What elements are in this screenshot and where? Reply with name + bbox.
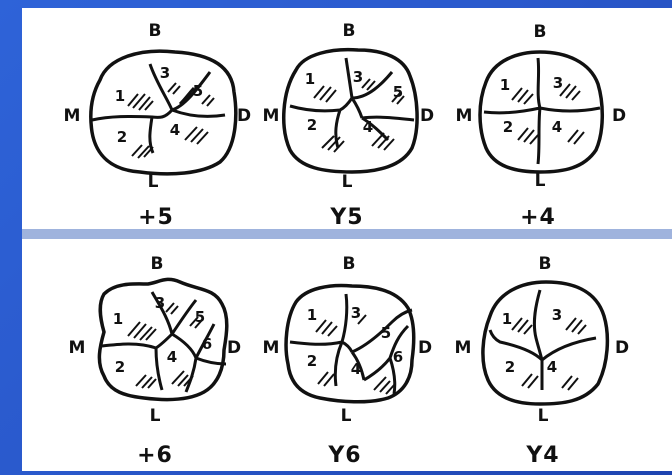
tooth-caption: Y6: [328, 443, 362, 468]
cusp-5: 5: [194, 308, 206, 326]
tooth-caption: Y4: [526, 443, 560, 468]
mesial-label: M: [262, 106, 280, 126]
buccal-label: B: [342, 21, 356, 41]
mesial-label: M: [68, 338, 86, 358]
cusp-2: 2: [114, 358, 126, 376]
tooth-caption: Y5: [330, 205, 364, 230]
buccal-label: B: [533, 22, 547, 42]
cusp-2: 2: [306, 352, 318, 370]
top-row-panel: [22, 8, 672, 229]
cusp-3: 3: [552, 74, 564, 92]
lingual-label: L: [149, 406, 161, 426]
cusp-4: 4: [166, 348, 178, 366]
tooth-caption: +6: [137, 443, 173, 468]
distal-label: D: [614, 338, 630, 358]
lingual-label: L: [341, 172, 353, 192]
cusp-3: 3: [352, 68, 364, 86]
lingual-label: L: [340, 406, 352, 426]
lingual-label: L: [537, 406, 549, 426]
buccal-label: B: [342, 254, 356, 274]
cusp-4: 4: [546, 358, 558, 376]
cusp-1: 1: [501, 310, 513, 328]
lingual-label: L: [534, 171, 546, 191]
mesial-label: M: [63, 106, 81, 126]
cusp-5: 5: [380, 324, 392, 342]
bottom-row-panel: [22, 239, 672, 471]
cusp-4: 4: [169, 121, 181, 139]
distal-label: D: [226, 338, 242, 358]
cusp-2: 2: [306, 116, 318, 134]
cusp-2: 2: [502, 118, 514, 136]
cusp-3: 3: [551, 306, 563, 324]
lingual-label: L: [147, 172, 159, 192]
cusp-1: 1: [306, 306, 318, 324]
cusp-2: 2: [116, 128, 128, 146]
buccal-label: B: [538, 254, 552, 274]
buccal-label: B: [150, 254, 164, 274]
cusp-6: 6: [392, 348, 404, 366]
mesial-label: M: [455, 106, 473, 126]
tooth-caption: +5: [138, 205, 174, 230]
cusp-1: 1: [114, 87, 126, 105]
cusp-4: 4: [362, 118, 374, 136]
distal-label: D: [419, 106, 435, 126]
distal-label: D: [236, 106, 252, 126]
mesial-label: M: [454, 338, 472, 358]
cusp-1: 1: [499, 76, 511, 94]
cusp-2: 2: [504, 358, 516, 376]
distal-label: D: [611, 106, 627, 126]
cusp-3: 3: [350, 304, 362, 322]
tooth-caption: +4: [520, 205, 556, 230]
cusp-6: 6: [201, 335, 213, 353]
buccal-label: B: [148, 21, 162, 41]
cusp-1: 1: [112, 310, 124, 328]
cusp-3: 3: [159, 64, 171, 82]
cusp-1: 1: [304, 70, 316, 88]
mesial-label: M: [262, 338, 280, 358]
distal-label: D: [417, 338, 433, 358]
cusp-4: 4: [350, 360, 362, 378]
cusp-5: 5: [392, 83, 404, 101]
cusp-5: 5: [192, 82, 204, 100]
panel-divider: [22, 229, 672, 239]
cusp-3: 3: [154, 294, 166, 312]
cusp-4: 4: [551, 118, 563, 136]
